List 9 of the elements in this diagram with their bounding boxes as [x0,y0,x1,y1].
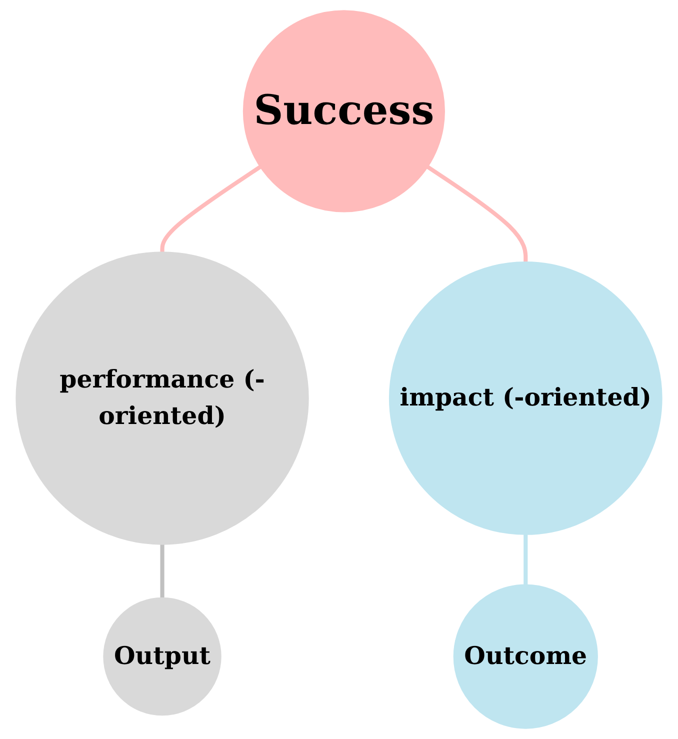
connector [524,534,528,585]
connector [160,544,164,598]
node-circle: Success [242,10,445,212]
node-circle: performance (-oriented) [16,252,309,545]
node-circle: Outcome [453,584,598,729]
node-circle: Output [103,597,222,716]
node-circle: impact (-oriented) [388,262,662,535]
connector [426,165,528,262]
connector [160,165,262,252]
